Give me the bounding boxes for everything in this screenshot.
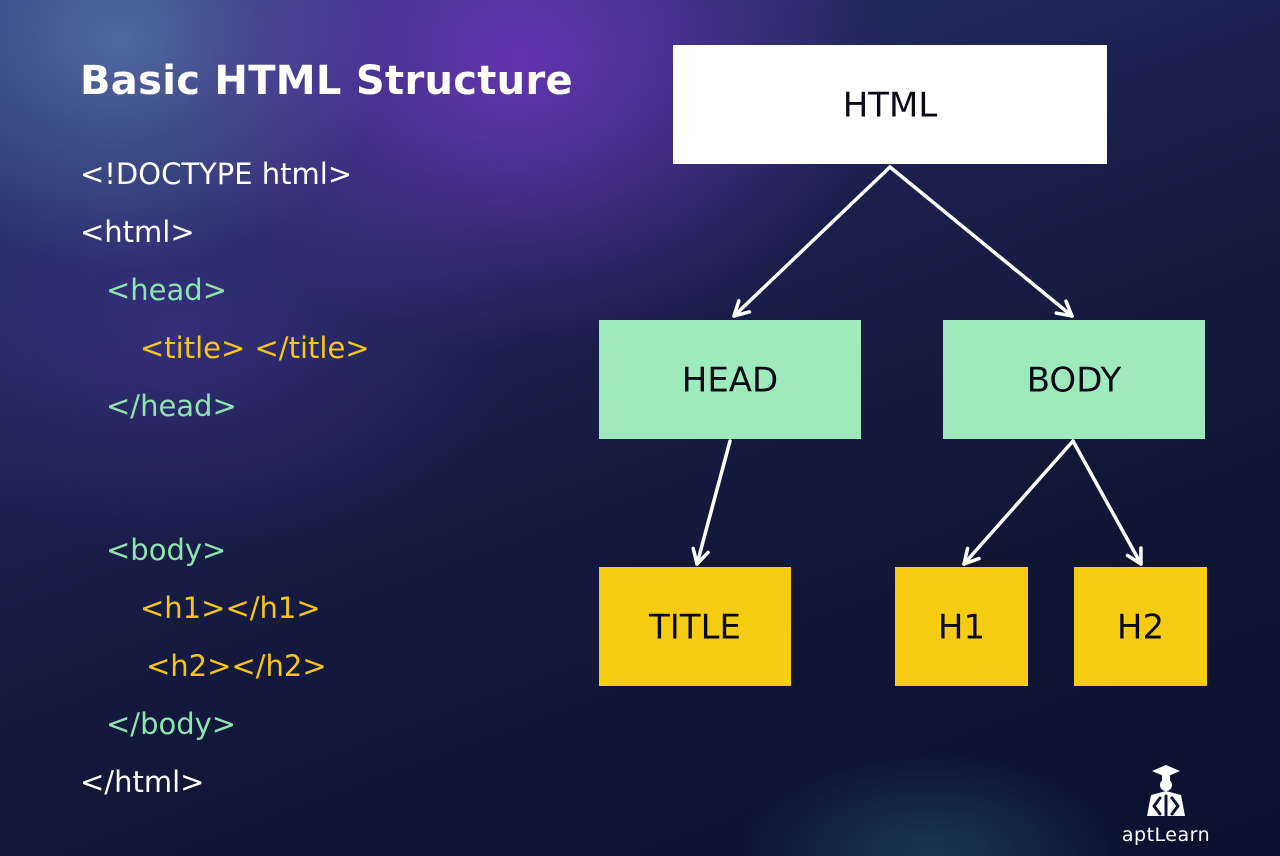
code-line-doctype: <!DOCTYPE html> [80,157,353,191]
code-line-title: <title> </title> [140,331,370,365]
tree-edges [691,165,1143,566]
tree-node-label-h2: H2 [1117,608,1164,648]
tree-node-label-body: BODY [1027,361,1122,401]
code-line-head-open: <head> [106,273,227,307]
arrow-head-icon [962,546,981,566]
tree-node-box-body [943,320,1205,439]
arrow-head-icon [1054,299,1074,318]
code-line-head-close: </head> [106,389,237,423]
code-line-body-close: </body> [106,707,237,741]
slide-title: Basic HTML Structure [80,58,573,104]
tree-node-box-title [599,567,791,686]
tree-node-title: TITLE [599,567,791,686]
arrow-head-icon [732,299,752,318]
code-line-h2: <h2></h2> [146,649,327,683]
tree-edge-html-body [888,165,1074,318]
code-line-html-open: <html> [80,215,195,249]
tree-edge-html-head [732,165,892,318]
tree-node-box-h2 [1074,567,1207,686]
tree-edge-body-h1 [962,439,1075,566]
arrow-head-icon [1125,546,1143,566]
tree-nodes: HTML HEAD BODY TITLE H1 H2 [599,45,1207,686]
tree-node-h2: H2 [1074,567,1207,686]
tree-node-h1: H1 [895,567,1028,686]
tree-edge-body-h2 [1071,439,1143,566]
code-line-h1: <h1></h1> [140,591,321,625]
brand-name: aptLearn [1121,824,1211,846]
tree-node-label-head: HEAD [682,361,779,401]
arrow-head-icon [691,546,710,566]
code-line-html-close: </html> [80,765,205,799]
graduate-logo-icon [1147,765,1185,818]
tree-node-box-h1 [895,567,1028,686]
tree-node-box-html [673,45,1107,164]
tree-node-html: HTML [673,45,1107,164]
tree-node-label-title: TITLE [648,608,741,648]
code-line-body-open: <body> [106,533,227,567]
tree-node-body: BODY [943,320,1205,439]
tree-node-box-head [599,320,861,439]
brand-logo: aptLearn [1118,762,1214,846]
tree-edge-head-title [691,439,732,566]
tree-node-label-html: HTML [843,86,938,126]
tree-node-head: HEAD [599,320,861,439]
tree-node-label-h1: H1 [938,608,985,648]
